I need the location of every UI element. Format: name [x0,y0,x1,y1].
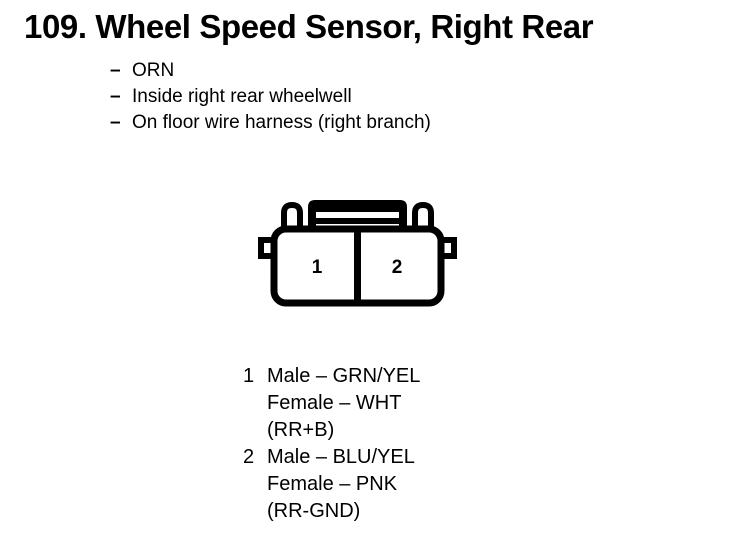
connector-detail-list: – ORN – Inside right rear wheelwell – On… [110,58,630,136]
pin-circuit-code: (RR+B) [267,419,335,441]
list-item: – ORN [110,58,630,84]
page-title: 109. Wheel Speed Sensor, Right Rear [24,8,594,45]
pin-entry-index: 1 [243,365,255,387]
left-side-retention-tab-icon [258,237,273,259]
pin-female-wire: Female – WHT [267,392,402,414]
connector-illustration: 1 2 [258,200,457,307]
pin-entry-index: 2 [243,446,255,468]
detail-location: Inside right rear wheelwell [132,86,352,107]
list-item: – On floor wire harness (right branch) [110,110,630,136]
pin-entry-2: 2 Male – BLU/YEL Female – PNK (RR-GND) [243,444,563,525]
pin-female-wire: Female – PNK [267,473,398,495]
list-item: – Inside right rear wheelwell [110,84,630,110]
pin-entry-lines: Male – GRN/YEL Female – WHT (RR+B) [267,363,563,444]
pin-circuit-code: (RR-GND) [267,500,361,522]
pin-male-wire: Male – GRN/YEL [267,365,421,387]
right-side-retention-tab-icon [442,237,457,259]
cavity-label-2: 2 [392,257,403,278]
pin-legend: 1 Male – GRN/YEL Female – WHT (RR+B) 2 M… [243,363,563,525]
connector-diagram: 1 2 [255,193,460,318]
detail-wire-color: ORN [132,60,175,81]
pin-entry-1: 1 Male – GRN/YEL Female – WHT (RR+B) [243,363,563,444]
detail-harness: On floor wire harness (right branch) [132,112,431,133]
left-latch-tab-icon [281,201,303,235]
dash-icon: – [110,60,121,81]
pin-entry-lines: Male – BLU/YEL Female – PNK (RR-GND) [267,444,563,525]
cavity-label-1: 1 [312,257,323,278]
keyway-slot-upper-icon [316,212,399,218]
dash-icon: – [110,112,121,133]
pin-male-wire: Male – BLU/YEL [267,446,415,468]
dash-icon: – [110,86,121,107]
right-latch-tab-icon [412,201,434,235]
